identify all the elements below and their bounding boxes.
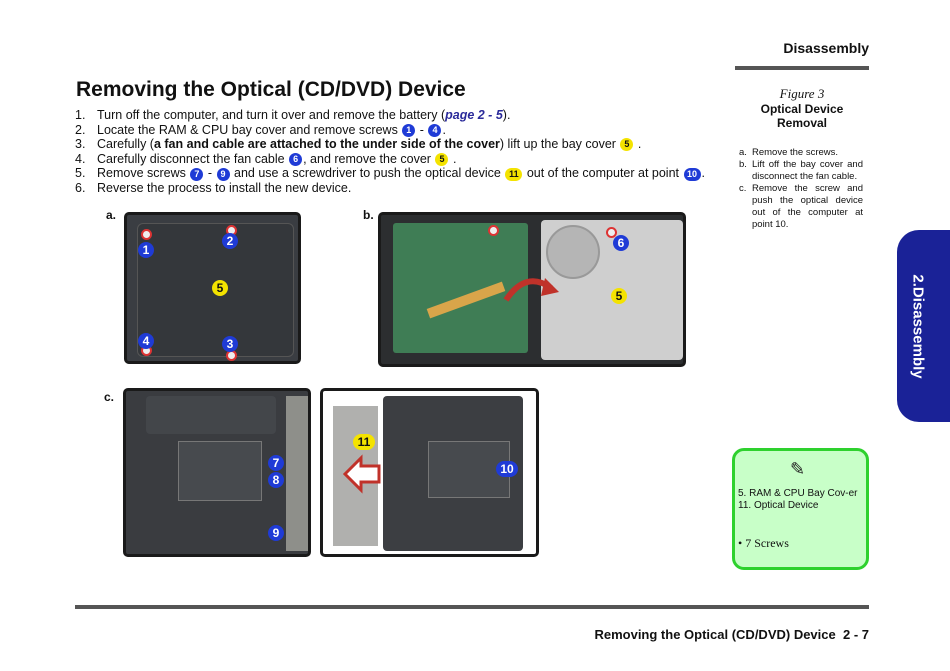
step-warning: a fan and cable are attached to the unde… <box>153 137 500 152</box>
legend-item: b. Lift off the bay cover and disconnect … <box>739 159 863 183</box>
step-5: 5. Remove screws 7 - 9 and use a screwdr… <box>75 166 735 181</box>
step-end: . <box>637 137 642 152</box>
screw-icon <box>141 229 152 240</box>
callout-2: 2 <box>222 233 238 249</box>
parts-item: 11. Optical Device <box>738 500 819 511</box>
push-arrow-icon <box>343 454 381 494</box>
page-footer: Removing the Optical (CD/DVD) Device 2 -… <box>594 627 869 642</box>
legend-text: Lift off the bay cover and disconnect th… <box>752 159 863 182</box>
section-header: Disassembly <box>783 40 869 56</box>
step-text: , and remove the cover <box>303 151 431 166</box>
callout-badge: 9 <box>216 167 230 181</box>
page-title: Removing the Optical (CD/DVD) Device <box>76 78 466 101</box>
callout-4: 4 <box>138 333 154 349</box>
callout-6: 6 <box>613 235 629 251</box>
figure-caption: Figure 3 Optical Device Removal <box>735 86 869 130</box>
callout-badge: 4 <box>428 123 442 137</box>
optical-drive-edge <box>286 396 308 551</box>
callout-9: 9 <box>268 525 284 541</box>
callout-1: 1 <box>138 242 154 258</box>
range-dash: - <box>419 122 424 137</box>
figure-legend: a. Remove the screws. b. Lift off the bay … <box>739 147 863 231</box>
lift-arrow-icon <box>503 278 559 302</box>
figure-label-b: b. <box>363 208 374 222</box>
legend-text: Remove the screws. <box>752 147 839 158</box>
product-label <box>178 441 262 501</box>
callout-11: 11 <box>353 434 375 450</box>
step-number: 4. <box>75 151 86 166</box>
step-text: Reverse the process to install the new d… <box>97 180 352 195</box>
callout-10: 10 <box>496 461 518 477</box>
callout-badge: 5 <box>435 152 449 166</box>
screws-count: • 7 Screws <box>738 536 789 550</box>
callout-5: 5 <box>212 280 228 296</box>
step-text: ) lift up the bay cover <box>499 137 616 152</box>
footer-rule <box>75 605 869 609</box>
page-number: 2 - 7 <box>842 627 869 642</box>
pencil-icon: ✎ <box>790 459 806 479</box>
parts-list: 5. RAM & CPU Bay Cov-er 11. Optical Devi… <box>738 488 857 512</box>
step-number: 1. <box>75 108 86 122</box>
step-3: 3. Carefully (a fan and cable are attach… <box>75 137 735 152</box>
legend-letter: b. <box>739 159 747 170</box>
chapter-tab[interactable] <box>897 230 950 422</box>
legend-item: c. Remove the screw and push the optical … <box>739 183 863 231</box>
step-text: out of the computer at point <box>526 166 680 181</box>
header-rule <box>735 66 869 70</box>
fan-icon <box>546 225 600 279</box>
photo-a-bay-cover: 1 2 5 4 3 <box>124 212 301 364</box>
footer-title: Removing the Optical (CD/DVD) Device <box>594 627 836 642</box>
callout-3: 3 <box>222 336 238 352</box>
photo-b-open-bay: 6 5 <box>378 212 686 367</box>
photo-c-eject-drive: 11 10 <box>320 388 539 557</box>
step-number: 2. <box>75 122 86 137</box>
screw-icon <box>606 227 617 238</box>
step-4: 4. Carefully disconnect the fan cable 6,… <box>75 152 735 167</box>
callout-badge: 5 <box>620 138 634 152</box>
callout-badge: 10 <box>683 167 701 181</box>
figure-label-a: a. <box>106 208 117 222</box>
page-link[interactable]: page 2 - 5 <box>445 108 503 122</box>
step-text: ). <box>502 108 511 122</box>
step-number: 6. <box>75 180 86 195</box>
callout-badge: 1 <box>402 123 416 137</box>
parts-note-box: ✎ 5. RAM & CPU Bay Cov-er 11. Optical De… <box>732 448 869 570</box>
callout-badge: 7 <box>190 167 204 181</box>
step-end: . <box>452 151 457 166</box>
instruction-steps: 1. Turn off the computer, and turn it ov… <box>75 108 735 196</box>
photo-c-bottom-case: 7 8 9 <box>123 388 311 557</box>
figure-number: Figure 3 <box>779 86 825 101</box>
parts-item: 5. RAM & CPU Bay Cov-er <box>738 488 858 499</box>
step-number: 5. <box>75 166 86 181</box>
chapter-tab-label: 2.Disassembly <box>909 273 927 379</box>
step-text: Carefully ( <box>97 137 154 152</box>
callout-8: 8 <box>268 472 284 488</box>
step-text: Remove screws <box>97 166 186 181</box>
step-6: 6. Reverse the process to install the ne… <box>75 181 735 196</box>
step-end: . <box>701 166 705 181</box>
figure-title: Optical Device Removal <box>760 102 844 130</box>
callout-badge: 6 <box>289 152 303 166</box>
legend-item: a. Remove the screws. <box>739 147 863 159</box>
screw-icon <box>488 225 499 236</box>
step-2: 2. Locate the RAM & CPU bay cover and re… <box>75 123 735 138</box>
callout-7: 7 <box>268 455 284 471</box>
step-text: Turn off the computer, and turn it over … <box>97 108 446 122</box>
range-dash: - <box>207 166 213 181</box>
step-number: 3. <box>75 137 86 152</box>
callout-5: 5 <box>611 288 627 304</box>
legend-text: Remove the screw and push the optical de… <box>752 183 863 230</box>
figure-label-c: c. <box>104 390 115 404</box>
step-1: 1. Turn off the computer, and turn it ov… <box>75 108 735 123</box>
case-panel <box>146 396 276 434</box>
step-end: . <box>442 122 446 137</box>
motherboard-area <box>393 223 528 353</box>
legend-letter: a. <box>739 147 747 158</box>
callout-badge: 11 <box>505 167 523 181</box>
step-text: Locate the RAM & CPU bay cover and remov… <box>97 122 398 137</box>
step-text: and use a screwdriver to push the optica… <box>234 166 501 181</box>
step-text: Carefully disconnect the fan cable <box>97 151 285 166</box>
legend-letter: c. <box>739 183 747 194</box>
